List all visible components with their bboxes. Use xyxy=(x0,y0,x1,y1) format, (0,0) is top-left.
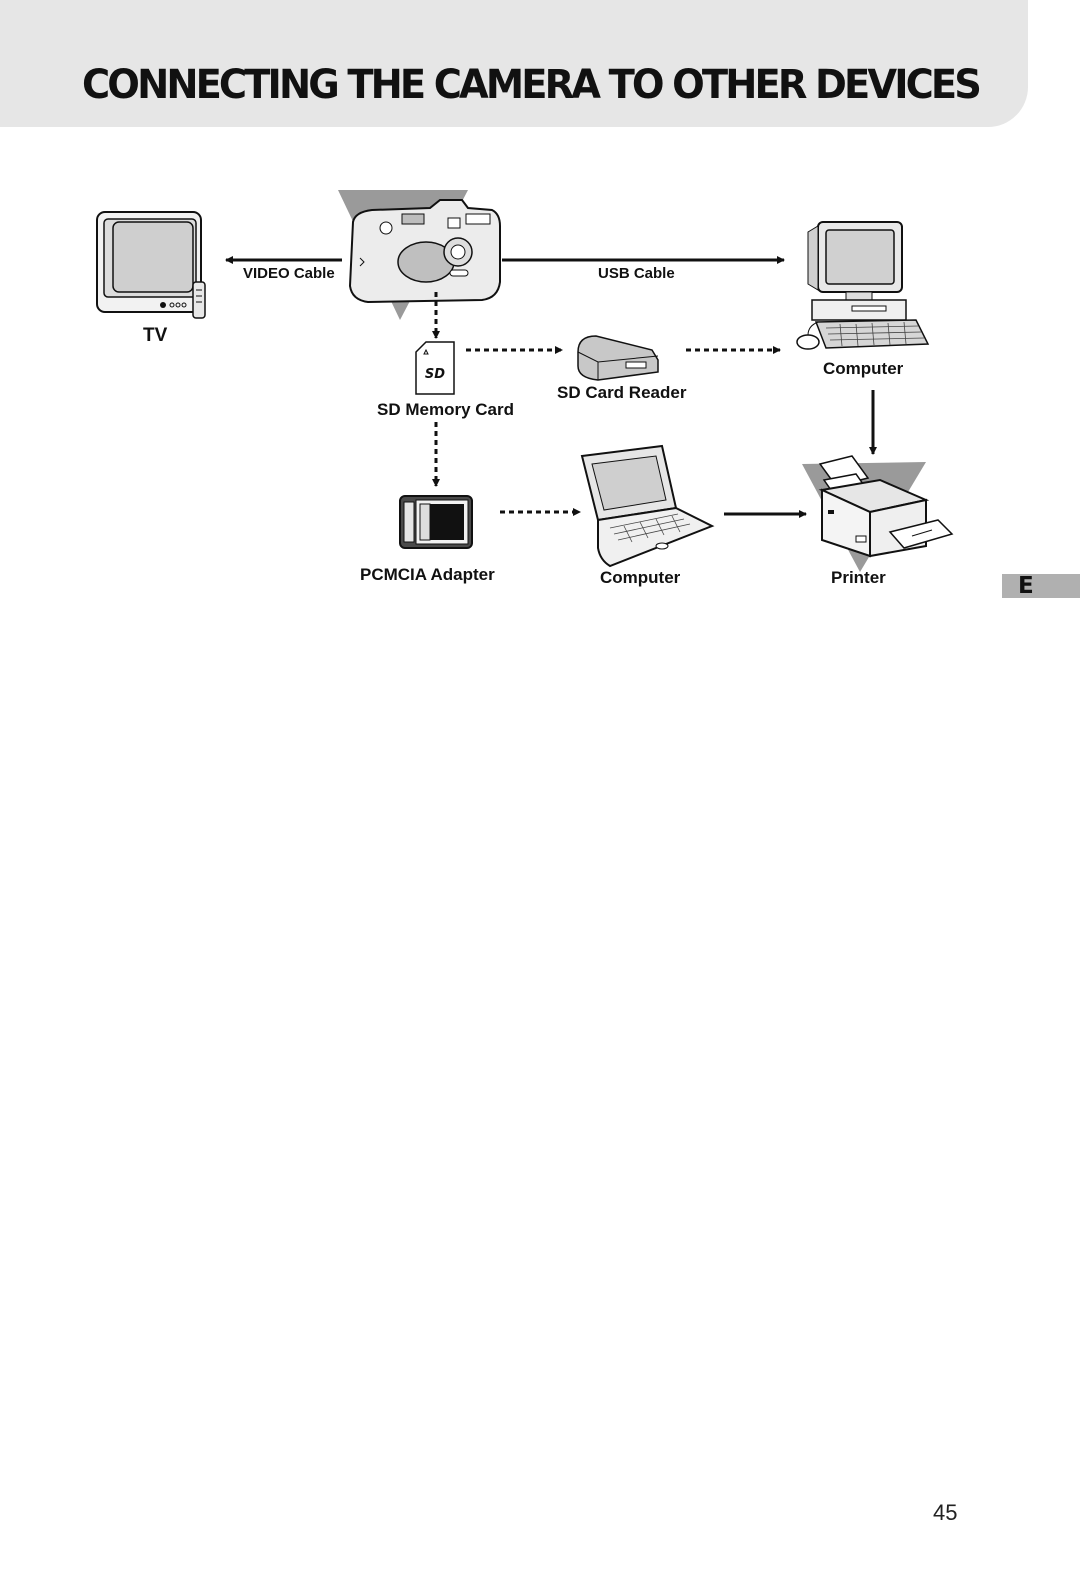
label-computer-desktop: Computer xyxy=(823,359,904,378)
language-tab-letter: E xyxy=(1018,573,1034,599)
pcmcia-adapter-icon xyxy=(399,495,473,549)
label-tv: TV xyxy=(143,325,168,346)
label-sd-card-reader: SD Card Reader xyxy=(557,383,687,402)
language-tab: E xyxy=(1002,573,1080,599)
label-sd-memory-card: SD Memory Card xyxy=(377,400,514,419)
page-number: 45 xyxy=(933,1500,958,1525)
label-computer-laptop: Computer xyxy=(600,568,681,587)
tv-icon xyxy=(96,211,206,319)
connection-diagram: SD xyxy=(96,190,954,572)
page-title: CONNECTING THE CAMERA TO OTHER DEVICES xyxy=(82,62,982,108)
label-usb-cable: USB Cable xyxy=(598,265,675,282)
label-printer: Printer xyxy=(831,568,886,587)
camera-icon xyxy=(338,190,501,320)
sd-card-reader-icon xyxy=(577,335,659,381)
laptop-computer-icon xyxy=(580,444,715,568)
label-pcmcia-adapter: PCMCIA Adapter xyxy=(360,565,495,584)
sd-logo-text: SD xyxy=(425,367,445,382)
desktop-computer-icon xyxy=(796,221,930,350)
label-video-cable: VIDEO Cable xyxy=(243,265,335,282)
sd-card-icon: SD xyxy=(415,341,455,395)
connection-lines xyxy=(225,256,877,518)
printer-icon xyxy=(802,455,954,572)
header-band xyxy=(0,0,1028,127)
